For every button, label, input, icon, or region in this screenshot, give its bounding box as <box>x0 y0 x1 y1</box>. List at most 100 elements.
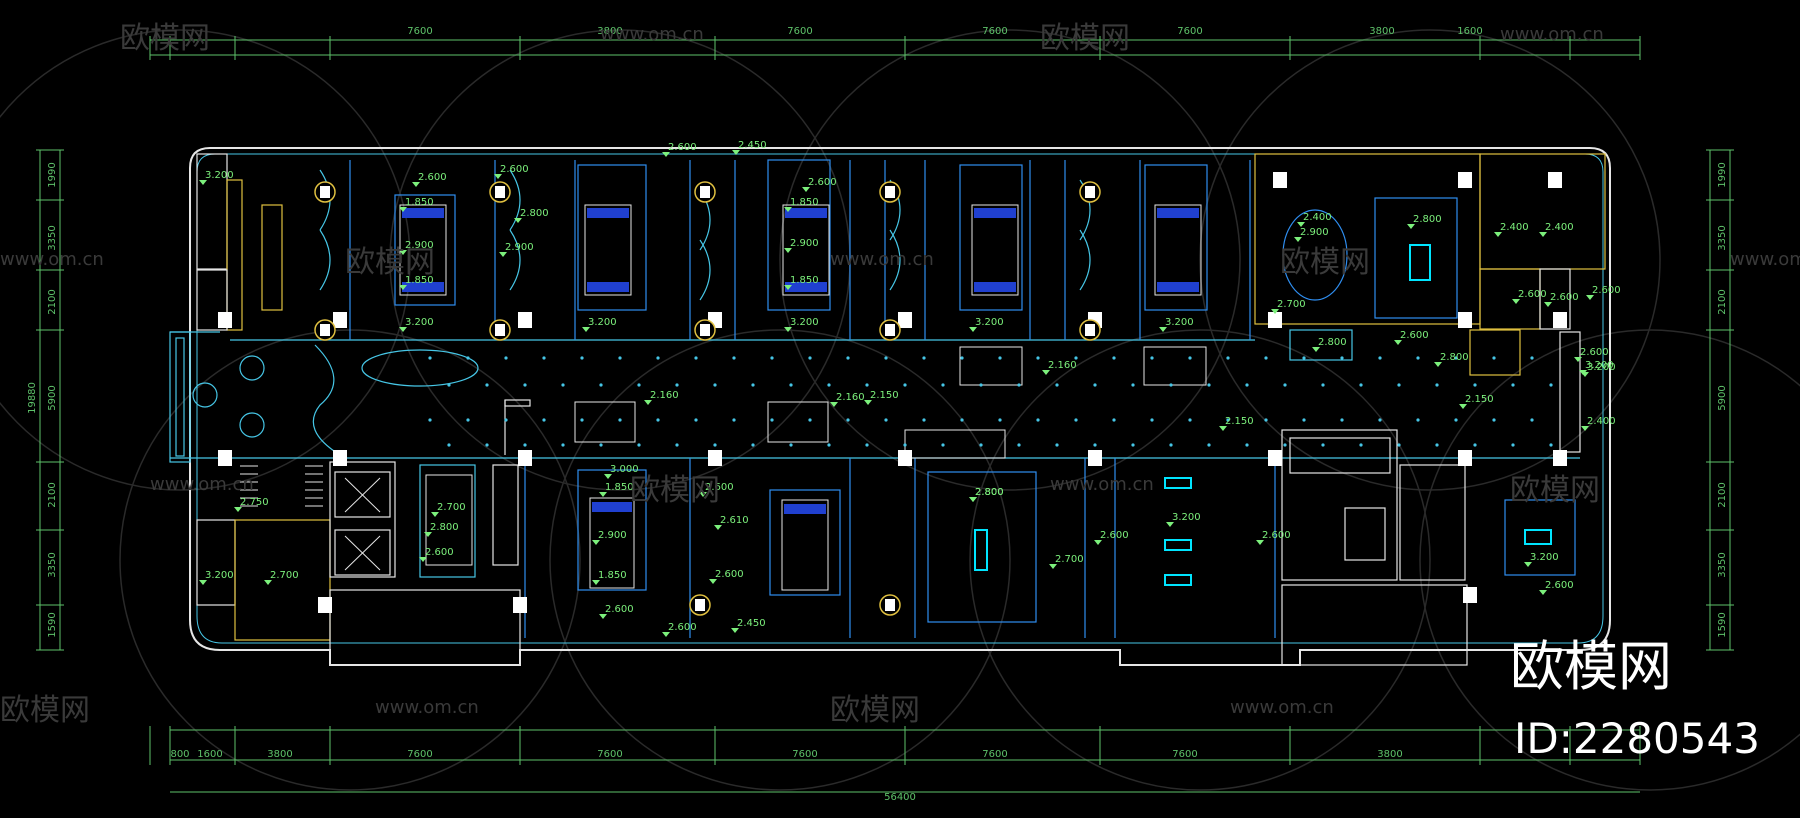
downlight <box>466 418 470 422</box>
downlight <box>1302 356 1306 360</box>
height-marker <box>1294 237 1302 242</box>
pendant-light-core <box>320 186 330 198</box>
height-marker <box>662 152 670 157</box>
height-marker <box>969 497 977 502</box>
dim-right-2: 2100 <box>1717 289 1728 314</box>
ceiling-height-label: 3.200 <box>205 170 234 181</box>
downlight <box>770 356 774 360</box>
height-marker <box>1586 295 1594 300</box>
height-marker <box>699 492 707 497</box>
downlight <box>428 418 432 422</box>
downlight <box>1169 383 1173 387</box>
ceiling-height-label: 2.150 <box>1225 416 1254 427</box>
corridor-lines <box>169 331 1580 463</box>
ceiling-height-label: 2.400 <box>1303 212 1332 223</box>
ceiling-height-label: 2.800 <box>1318 337 1347 348</box>
downlight <box>1435 443 1439 447</box>
downlight <box>732 356 736 360</box>
ceiling-height-label: 2.610 <box>720 515 749 526</box>
wm-url-4: www.om.cn <box>1730 249 1800 270</box>
downlight <box>1264 418 1268 422</box>
downlight <box>1245 383 1249 387</box>
dim-top-3: 7600 <box>982 26 1007 37</box>
downlight <box>637 443 641 447</box>
ceiling-height-label: 1.850 <box>405 275 434 286</box>
downlight <box>865 383 869 387</box>
ceiling-height-label: 2.600 <box>425 547 454 558</box>
height-marker <box>604 474 612 479</box>
curtain-arc <box>509 229 521 291</box>
column <box>1273 172 1287 188</box>
downlight <box>466 356 470 360</box>
height-marker <box>592 580 600 585</box>
outer-wall <box>189 147 1611 666</box>
downlight <box>656 356 660 360</box>
downlight <box>998 356 1002 360</box>
downlight <box>979 443 983 447</box>
column <box>518 312 532 328</box>
pendant-light-core <box>885 599 895 611</box>
downlight <box>675 443 679 447</box>
height-marker <box>424 532 432 537</box>
bed <box>584 204 632 296</box>
column <box>318 597 332 613</box>
height-marker <box>1539 590 1547 595</box>
bottom-beds <box>425 474 829 591</box>
ceiling-height-label: 2.400 <box>1545 222 1574 233</box>
ceiling-height-label: 2.600 <box>668 142 697 153</box>
column <box>1268 312 1282 328</box>
ceiling-height-label: 3.000 <box>610 464 639 475</box>
column <box>218 450 232 466</box>
wm-brand-2: 欧模网 <box>345 245 435 280</box>
dim-bottom-0: 800 <box>170 749 189 760</box>
downlight <box>1473 443 1477 447</box>
ceiling-height-label: 2.450 <box>737 618 766 629</box>
height-marker <box>1094 540 1102 545</box>
downlight <box>922 356 926 360</box>
bed-pillow <box>1157 282 1199 292</box>
downlight <box>751 443 755 447</box>
downlight <box>1321 443 1325 447</box>
height-marker <box>419 557 427 562</box>
downlight <box>941 443 945 447</box>
downlight <box>1511 443 1515 447</box>
downlight <box>1454 418 1458 422</box>
column <box>333 312 347 328</box>
ceiling-height-label: 2.800 <box>1440 352 1469 363</box>
downlight <box>599 443 603 447</box>
downlight <box>1435 383 1439 387</box>
pendant-light-core <box>495 186 505 198</box>
downlight <box>1226 356 1230 360</box>
downlight <box>884 356 888 360</box>
room-bed-zone <box>1144 164 1208 311</box>
height-marker <box>1159 327 1167 332</box>
dim-top-1: 3800 <box>597 26 622 37</box>
top-room-beds <box>399 204 1202 296</box>
downlight <box>485 443 489 447</box>
wm-brand-3: 欧模网 <box>1280 245 1370 280</box>
downlight <box>1017 383 1021 387</box>
downlight <box>1150 356 1154 360</box>
height-marker <box>1539 232 1547 237</box>
downlight <box>1112 356 1116 360</box>
height-marker <box>1459 404 1467 409</box>
height-marker <box>714 525 722 530</box>
downlight <box>808 418 812 422</box>
downlight <box>675 383 679 387</box>
height-marker <box>514 218 522 223</box>
downlight <box>1416 418 1420 422</box>
ceiling-height-label: 2.900 <box>598 530 627 541</box>
watermark-id: ID:2280543 <box>1514 714 1760 763</box>
dim-bottom-7: 7600 <box>1172 749 1197 760</box>
downlight <box>618 418 622 422</box>
inner-wall <box>196 153 1604 644</box>
height-marker <box>731 628 739 633</box>
ceiling-height-label: 3.200 <box>790 317 819 328</box>
curtain-arc <box>1079 229 1091 291</box>
ceiling-height-label: 3.200 <box>1172 512 1201 523</box>
ceiling-height-label: 2.700 <box>1277 299 1306 310</box>
downlight <box>1169 443 1173 447</box>
ceiling-height-label: 2.750 <box>240 497 269 508</box>
corridor-downlights <box>428 356 1553 447</box>
stairs <box>240 465 323 507</box>
